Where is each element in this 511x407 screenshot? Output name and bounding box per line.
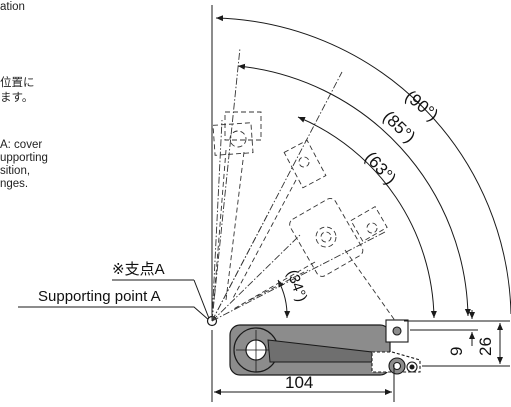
dimension-width-label: 104: [285, 373, 313, 392]
left-note-line-4: A: cover: [0, 139, 43, 151]
dimension-26-label: 26: [476, 337, 495, 356]
angle-arcs: [215, 15, 511, 319]
angle-label-63: (63°): [361, 148, 400, 188]
phantom-hinge-positions: [212, 111, 397, 323]
left-note-line-1: ation: [0, 1, 25, 13]
dimension-104: [211, 330, 395, 402]
left-note-line-6: sition,: [0, 165, 31, 177]
angle-label-85: (85°): [379, 107, 419, 146]
left-note-line-5: upporting: [0, 152, 48, 164]
support-point-leader: [18, 279, 211, 322]
left-note-line-3: ます。: [0, 92, 34, 104]
dimension-9-label: 9: [447, 347, 466, 356]
left-note-line-2: 位置に: [0, 77, 35, 89]
angle-label-34: (34°): [283, 268, 310, 305]
left-note-line-7: nges.: [0, 178, 29, 190]
hinge-body-closed: [229, 324, 391, 376]
support-point-label-jp: ※支点A: [112, 261, 165, 278]
hinge-link-arm: [371, 319, 421, 375]
dimension-vertical: [404, 310, 510, 367]
support-point-label-en: Supporting point A: [38, 288, 161, 305]
